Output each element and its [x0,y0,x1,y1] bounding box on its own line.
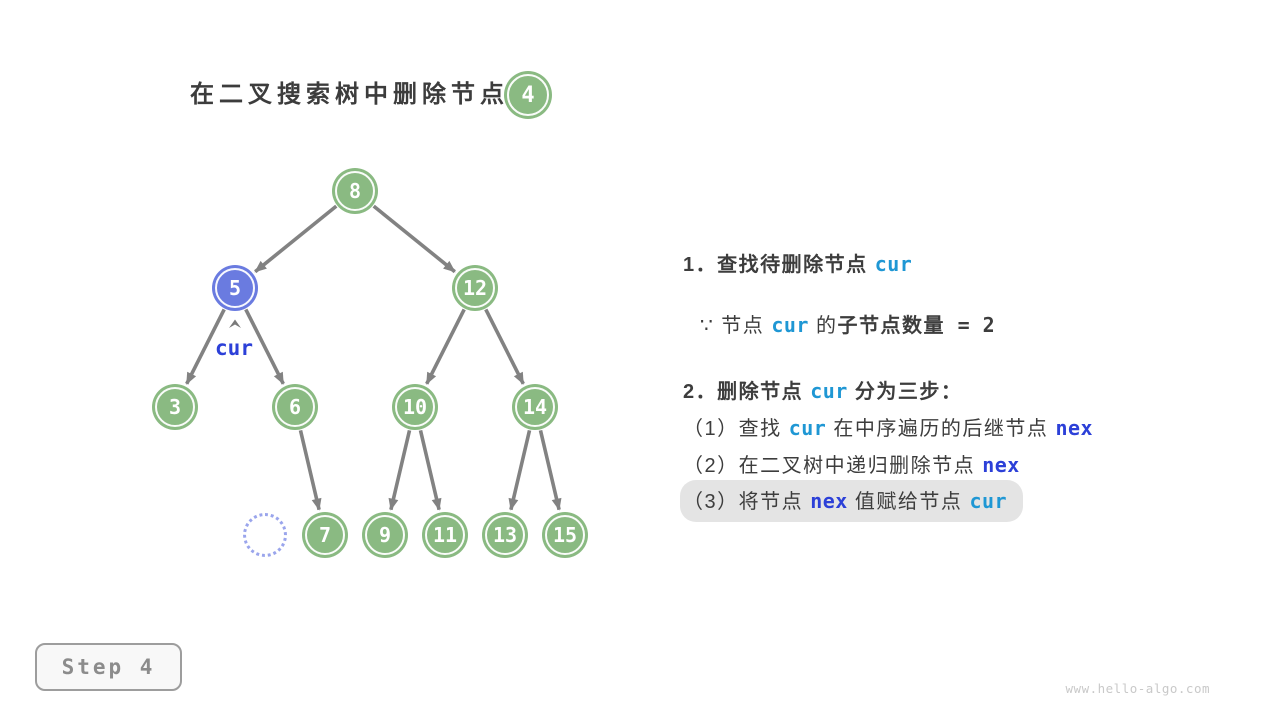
tree-node-13: 13 [482,512,528,558]
step-indicator-label: Step 4 [61,655,156,679]
panel-line: 2．删除节点 cur 分为三步： [683,376,962,406]
panel-line: ∵ 节点 cur 的子节点数量 = 2 [700,310,995,340]
tree-node-3: 3 [152,384,198,430]
token-nex: nex [810,489,848,513]
token-cur: cur [788,416,827,440]
tree-node-15: 15 [542,512,588,558]
text-run: = 2 [945,313,996,337]
token-cur: cur [810,379,848,403]
tree-node-value: 3 [168,395,182,419]
title-step-badge: 4 [504,71,552,119]
tree-node-value: 6 [288,395,302,419]
token-cur: cur [874,252,913,276]
text-run: ∵ 节点 [700,315,772,337]
tree-node-9: 9 [362,512,408,558]
token-nex: nex [1055,416,1094,440]
cur-pointer-label: cur [215,336,253,360]
tree-node-value: 13 [492,523,518,547]
tree-node-value: 11 [432,523,458,547]
deleted-node-placeholder [243,513,287,557]
text-run: 1．查找待删除节点 [683,254,875,276]
tree-node-7: 7 [302,512,348,558]
tree-node-5: 5 [212,265,258,311]
tree-node-value: 14 [522,395,548,419]
text-run: （1）查找 [683,418,789,440]
tree-node-value: 12 [462,276,488,300]
tree-node-value: 8 [348,179,362,203]
tree-node-value: 5 [228,276,242,300]
tree-node-value: 9 [378,523,392,547]
text-run: 2．删除节点 [683,381,811,403]
text-run: （2）在二叉树中递归删除节点 [683,455,983,477]
panel-line: 1．查找待删除节点 cur [683,249,912,279]
cur-pointer-arrow-icon [229,319,241,328]
tree-node-value: 7 [318,523,332,547]
tree-node-14: 14 [512,384,558,430]
tree-node-value: 10 [402,395,428,419]
text-run: 值赋给节点 [847,491,970,513]
token-nex: nex [982,453,1020,477]
text-run: 子节点数量 [837,315,946,337]
panel-line: （1）查找 cur 在中序遍历的后继节点 nex [683,413,1093,443]
panel-line-highlighted: （3）将节点 nex 值赋给节点 cur [680,480,1024,522]
step-indicator: Step 4 [35,643,182,691]
tree-node-8: 8 [332,168,378,214]
text-run: 分为三步： [847,381,963,403]
watermark: www.hello-algo.com [1065,681,1210,696]
tree-node-6: 6 [272,384,318,430]
tree-node-12: 12 [452,265,498,311]
tree-node-value: 15 [552,523,578,547]
token-cur: cur [969,489,1008,513]
tree-node-10: 10 [392,384,438,430]
tree-node-11: 11 [422,512,468,558]
text-run: （3）将节点 [683,491,811,513]
token-cur: cur [771,313,809,337]
panel-line: （2）在二叉树中递归删除节点 nex [683,450,1020,480]
page-title: 在二叉搜索树中删除节点 [190,81,509,108]
text-run: 在中序遍历的后继节点 [826,418,1056,440]
text-run: 的 [808,315,838,337]
